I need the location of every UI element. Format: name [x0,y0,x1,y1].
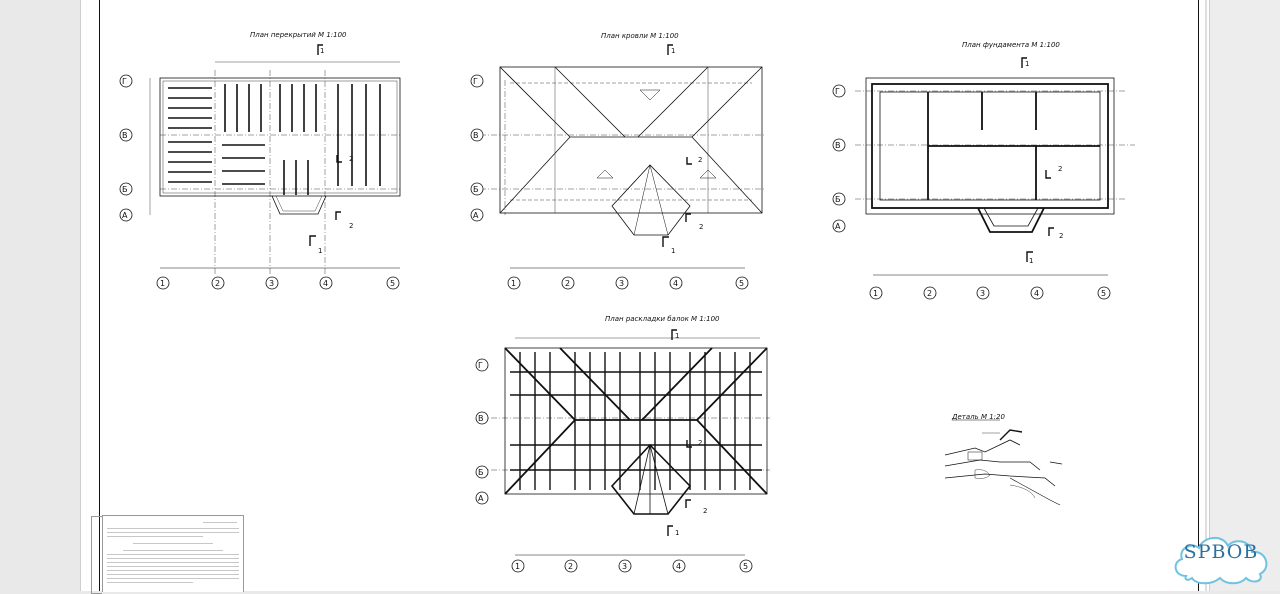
foundation-section-1-bottom: 1 [1029,257,1033,265]
beam-section-2-bottom: 2 [703,507,707,515]
floor-axis-1: 1 [160,279,165,288]
roof-axis-3: 3 [619,279,624,288]
roof-plan-title: План кровли М 1:100 [601,32,679,40]
foundation-axis-3: 3 [980,289,985,298]
foundation-axis-1: 1 [873,289,878,298]
foundation-axis-4: 4 [1034,289,1039,298]
foundation-axis-v: В [835,141,841,150]
roof-axis-b: Б [473,185,479,194]
roof-axis-labels: Г В Б А 1 2 3 4 5 1 2 2 1 [470,47,749,290]
beam-plan-drawing [480,329,770,556]
spbob-logo [1174,537,1268,585]
detail-drawing [944,419,1063,506]
floor-axis-labels: Г В Б А 1 2 3 4 5 1 2 2 1 [119,47,400,290]
beam-axis-5: 5 [743,562,748,571]
beam-axis-4: 4 [676,562,681,571]
left-margin [0,0,80,591]
roof-section-1-top: 1 [671,47,675,55]
roof-axis-5: 5 [739,279,744,288]
stamp-side-strip [91,516,102,594]
floor-plan-drawing [149,44,401,275]
roof-axis-2: 2 [565,279,570,288]
detail-title: Деталь М 1:20 [952,413,1005,421]
beam-axis-a: А [478,494,484,503]
beam-axis-2: 2 [568,562,573,571]
foundation-axis-2: 2 [927,289,932,298]
beam-section-1-bottom: 1 [675,529,679,537]
floor-axis-4: 4 [323,279,328,288]
floor-section-1-top: 1 [320,47,324,55]
foundation-axis-a: А [835,222,841,231]
beam-section-1-top: 1 [675,332,679,340]
floor-axis-g: Г [122,77,127,86]
beam-axis-labels: Г В Б А 1 2 3 4 5 1 2 2 1 [475,332,753,573]
roof-plan-drawing [480,44,765,269]
floor-axis-5: 5 [390,279,395,288]
roof-axis-a: А [473,211,479,220]
beam-section-2: 2 [698,439,702,447]
floor-axis-v: В [122,131,128,140]
floor-axis-2: 2 [215,279,220,288]
roof-axis-g: Г [473,77,478,86]
foundation-axis-b: Б [835,195,841,204]
beam-axis-g: Г [478,361,483,370]
spbob-logo-text: SPBOB [1183,541,1259,563]
beam-plan-title: План раскладки балок М 1:100 [605,315,720,323]
floor-section-2-bottom: 2 [349,222,353,230]
beam-axis-1: 1 [515,562,520,571]
foundation-section-2-bottom: 2 [1059,232,1063,240]
right-margin [1208,0,1280,591]
foundation-plan-title: План фундамента М 1:100 [962,41,1060,49]
foundation-plan-drawing [855,57,1135,276]
roof-section-1-bottom: 1 [671,247,675,255]
floor-axis-3: 3 [269,279,274,288]
foundation-section-2: 2 [1058,165,1062,173]
foundation-axis-labels: Г В Б А 1 2 3 4 5 1 2 2 1 [832,60,1111,300]
roof-section-2: 2 [698,156,702,164]
roof-axis-1: 1 [511,279,516,288]
floor-section-1-bottom: 1 [318,247,322,255]
floor-section-2: 2 [349,155,353,163]
title-block-stamp [91,515,244,594]
beam-axis-b: Б [478,468,484,477]
foundation-axis-5: 5 [1101,289,1106,298]
floor-axis-b: Б [122,185,128,194]
beam-axis-v: В [478,414,484,423]
roof-axis-4: 4 [673,279,678,288]
drawing-frame [99,0,1199,591]
floor-axis-a: А [122,211,128,220]
roof-axis-v: В [473,131,479,140]
foundation-section-1-top: 1 [1025,60,1029,68]
foundation-axis-g: Г [835,87,840,96]
roof-section-2-bottom: 2 [699,223,703,231]
beam-axis-3: 3 [622,562,627,571]
drawing-sheet [80,0,1210,591]
floor-plan-title: План перекрытий М 1:100 [250,31,347,39]
